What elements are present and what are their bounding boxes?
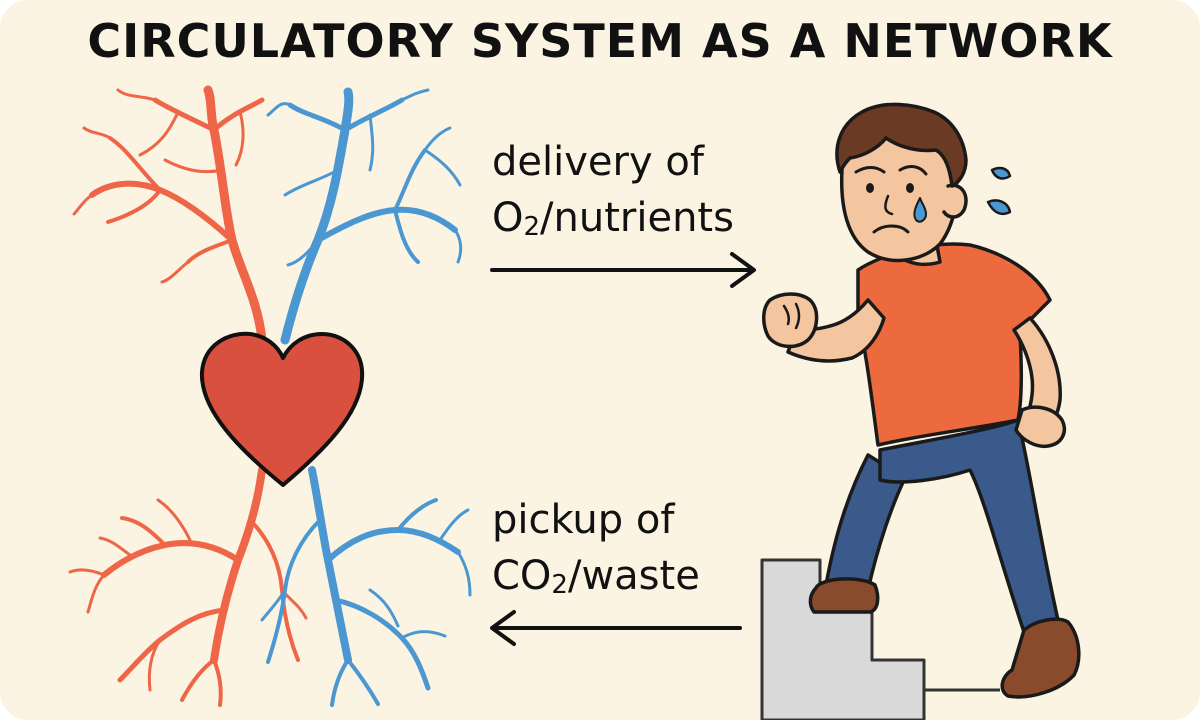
- pickup-line2: CO2/waste: [492, 548, 700, 604]
- sweat-icon: [986, 166, 1012, 216]
- left-eyebrow: [854, 166, 886, 174]
- nose: [884, 194, 894, 216]
- artery-tree-upper: [72, 85, 267, 345]
- delivery-line2: O2/nutrients: [492, 190, 734, 246]
- delivery-label: delivery of O2/nutrients: [492, 134, 734, 246]
- right-eye: [906, 183, 914, 193]
- artery-tree-lower: [68, 466, 308, 707]
- stairs: [760, 558, 926, 720]
- diagram-title: CIRCULATORY SYSTEM AS A NETWORK: [87, 14, 1113, 68]
- vein-tree-upper: [266, 87, 463, 345]
- delivery-chem: O: [492, 195, 524, 241]
- pickup-label: pickup of CO2/waste: [492, 492, 700, 604]
- delivery-line1: delivery of: [492, 139, 704, 185]
- front-shoe: [1000, 617, 1081, 699]
- tear-drop: [913, 197, 927, 223]
- back-shoe: [808, 577, 880, 614]
- pickup-rest: /waste: [567, 553, 700, 599]
- shirt: [856, 242, 1052, 447]
- back-arm: [786, 298, 886, 363]
- vein-tree-lower: [260, 466, 472, 707]
- delivery-rest: /nutrients: [540, 195, 734, 241]
- front-leg: [878, 418, 1060, 634]
- pickup-chem: CO: [492, 553, 552, 599]
- delivery-arrow: [490, 252, 756, 288]
- front-hand: [1014, 405, 1067, 449]
- mouth: [872, 224, 910, 234]
- fist: [762, 292, 819, 349]
- heart-icon: [199, 331, 365, 487]
- delivery-subscript: 2: [523, 212, 541, 242]
- pickup-arrow: [490, 610, 742, 646]
- right-eyebrow: [898, 165, 928, 176]
- pickup-line1: pickup of: [492, 497, 675, 543]
- left-eye: [866, 183, 874, 193]
- person-climbing: [762, 102, 1081, 699]
- hair: [835, 102, 968, 188]
- pickup-subscript: 2: [551, 570, 568, 600]
